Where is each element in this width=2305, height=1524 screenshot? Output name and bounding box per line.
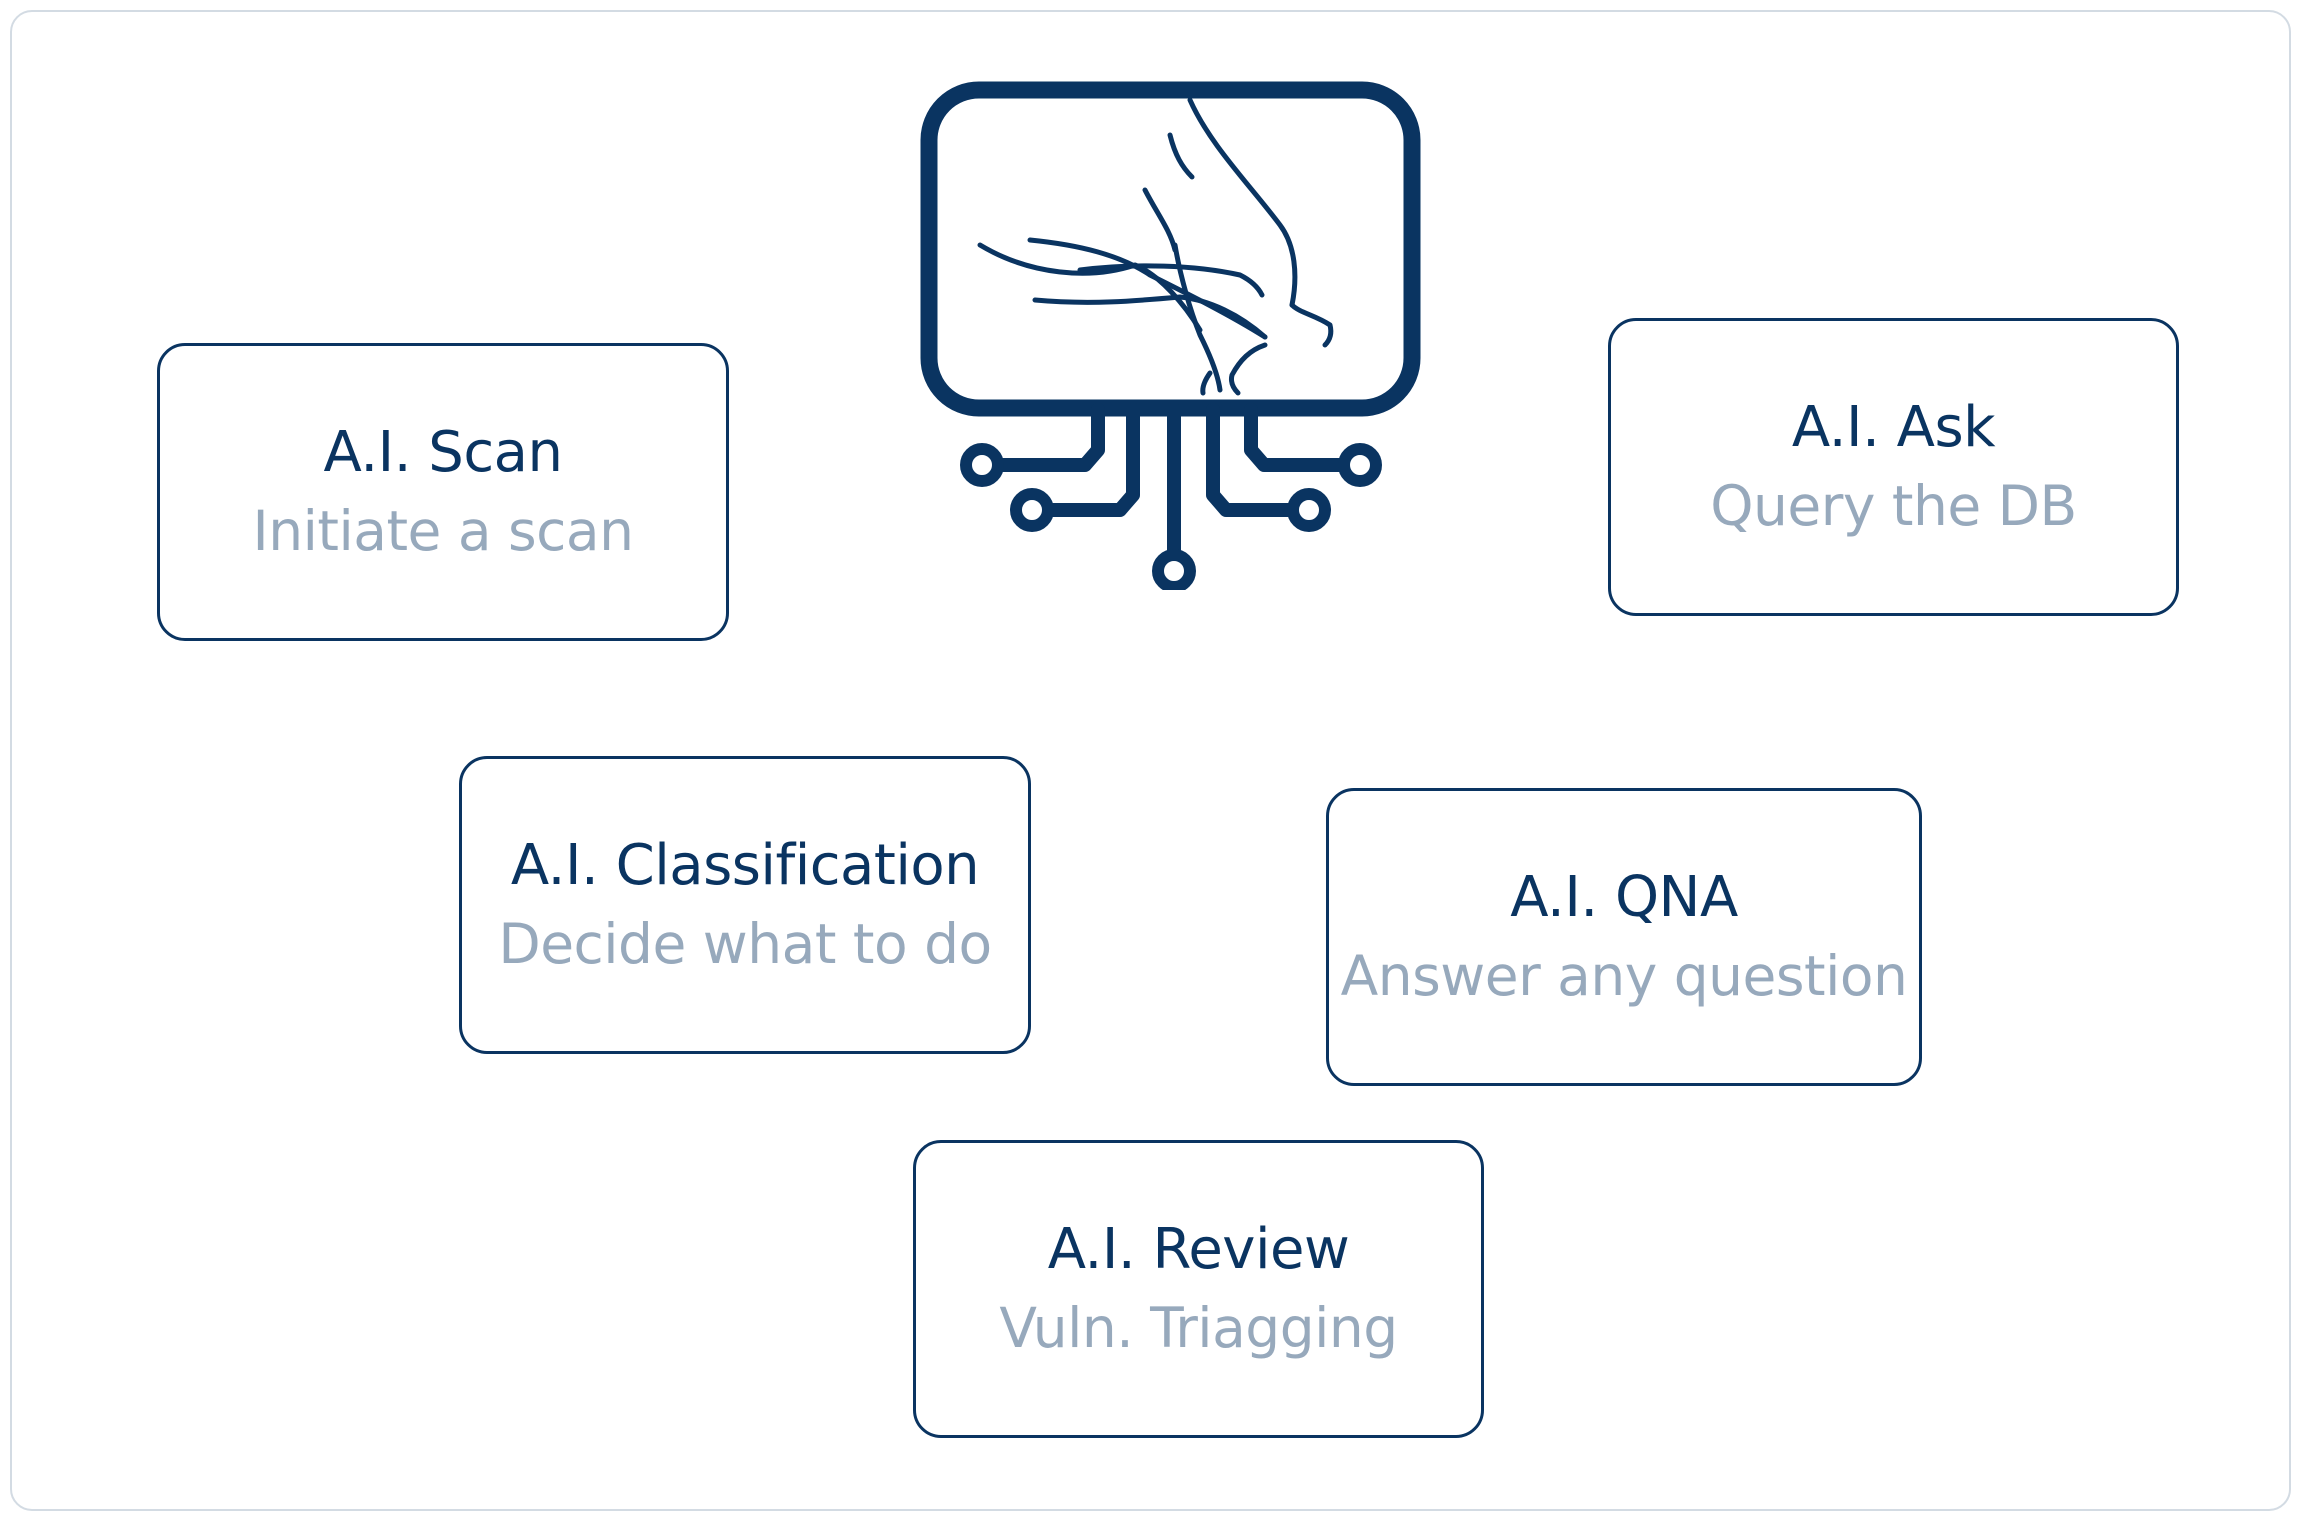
ai-ask-subtitle: Query the DB bbox=[1710, 474, 2077, 538]
ai-classification-card[interactable]: A.I. Classification Decide what to do bbox=[459, 756, 1031, 1054]
ai-classification-subtitle: Decide what to do bbox=[498, 912, 992, 976]
ai-review-subtitle: Vuln. Triagging bbox=[999, 1296, 1398, 1360]
ai-review-card[interactable]: A.I. Review Vuln. Triagging bbox=[913, 1140, 1484, 1438]
ai-qna-subtitle: Answer any question bbox=[1340, 944, 1908, 1008]
monitor-circuit-falcon-icon bbox=[920, 75, 1430, 593]
ai-ask-title: A.I. Ask bbox=[1791, 395, 1996, 460]
ai-scan-card[interactable]: A.I. Scan Initiate a scan bbox=[157, 343, 729, 641]
ai-qna-card[interactable]: A.I. QNA Answer any question bbox=[1326, 788, 1922, 1086]
ai-review-title: A.I. Review bbox=[1047, 1217, 1350, 1282]
ai-classification-title: A.I. Classification bbox=[510, 833, 980, 898]
ai-qna-title: A.I. QNA bbox=[1510, 865, 1738, 930]
ai-scan-title: A.I. Scan bbox=[323, 420, 563, 485]
ai-ask-card[interactable]: A.I. Ask Query the DB bbox=[1608, 318, 2179, 616]
ai-scan-subtitle: Initiate a scan bbox=[252, 499, 634, 563]
